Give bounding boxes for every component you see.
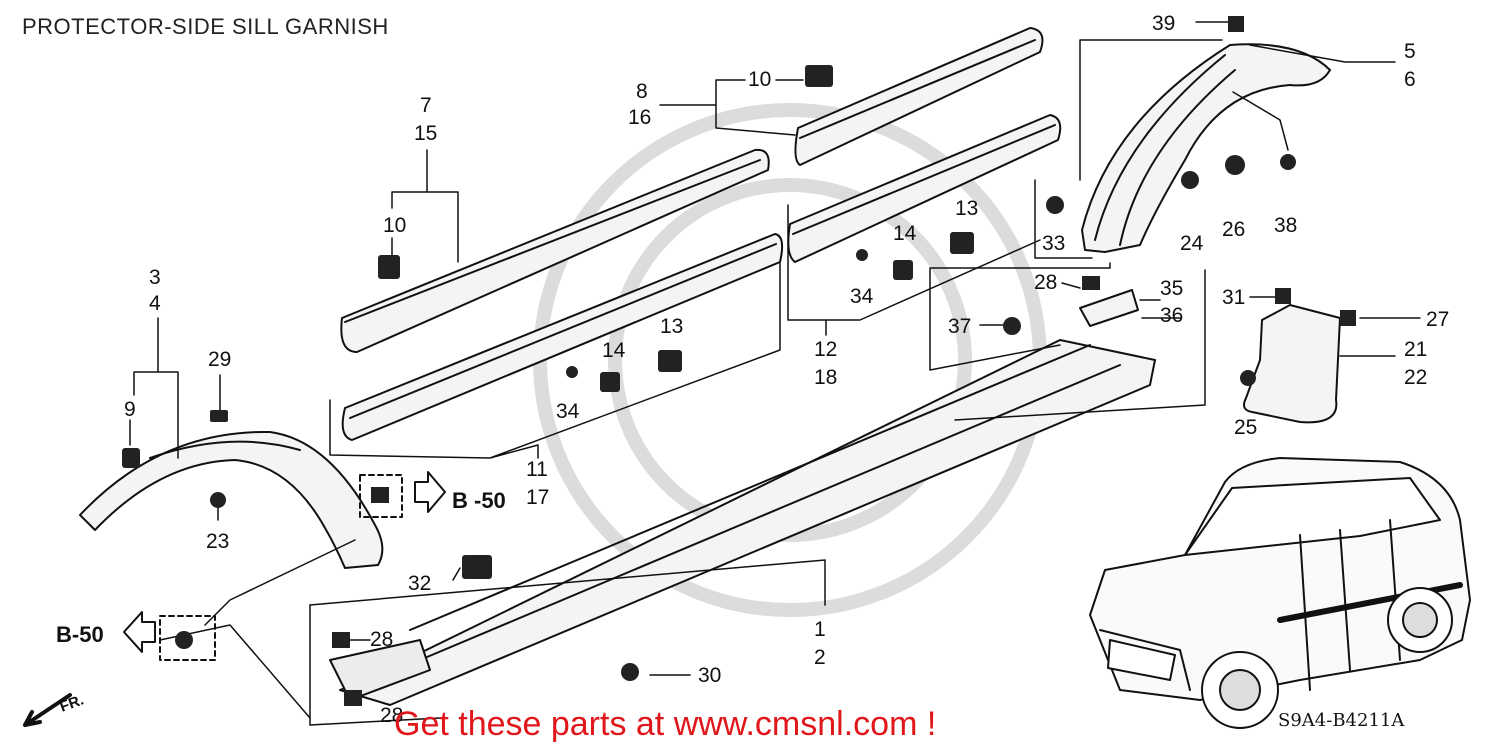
clip-32 (462, 555, 492, 579)
nut-39 (1228, 16, 1244, 32)
callout-17: 17 (526, 486, 549, 509)
ref-arrow-right-icon (414, 471, 446, 513)
screw-25 (1240, 370, 1256, 386)
clip-26 (1225, 155, 1245, 175)
callout-36: 36 (1160, 304, 1183, 327)
clip-29 (210, 410, 228, 422)
screw-23 (210, 492, 226, 508)
clip-14-front (600, 372, 620, 392)
clip-9 (122, 448, 140, 468)
callout-7: 7 (420, 94, 432, 117)
screw-37 (1003, 317, 1021, 335)
door-moulding-rear-upper (794, 27, 1044, 166)
callout-10-rear: 10 (748, 68, 771, 91)
callout-25: 25 (1234, 416, 1257, 439)
callout-11: 11 (526, 458, 548, 481)
clip-13-front (658, 350, 682, 372)
clip-ref-right (371, 487, 389, 503)
ref-box-left (159, 615, 216, 661)
callout-3: 3 (149, 266, 161, 289)
nut-28-lower (344, 690, 362, 706)
vehicle-illustration (1089, 457, 1471, 729)
ref-arrow-left-icon (123, 611, 156, 653)
callout-10-front: 10 (383, 214, 406, 237)
nut-28-upper (1082, 276, 1100, 290)
callout-4: 4 (149, 292, 161, 315)
promo-link[interactable]: Get these parts at www.cmsnl.com ! (394, 705, 937, 743)
callout-13-rear: 13 (955, 197, 978, 220)
clip-24 (1181, 171, 1199, 189)
callout-9: 9 (124, 398, 136, 421)
clip-33 (1046, 196, 1064, 214)
mudguard (1243, 304, 1341, 424)
callout-28-lower: 28 (380, 704, 403, 727)
callout-13-front: 13 (660, 315, 683, 338)
clip-14-rear (893, 260, 913, 280)
nut-28-mid (332, 632, 350, 648)
clip-13-rear (950, 232, 974, 254)
diagram-code: S9A4-B4211A (1278, 710, 1405, 731)
callout-39: 39 (1152, 12, 1175, 35)
callout-24: 24 (1180, 232, 1204, 255)
callout-16: 16 (628, 106, 651, 129)
callout-35: 35 (1160, 277, 1183, 300)
callout-30: 30 (698, 664, 721, 687)
screw-34-front (566, 366, 578, 378)
screw-34-rear (856, 249, 868, 261)
callout-34-rear: 34 (850, 285, 874, 308)
callout-32: 32 (408, 572, 431, 595)
callout-33: 33 (1042, 232, 1065, 255)
callout-1: 1 (814, 618, 826, 641)
fender-protector-rear (1081, 43, 1331, 253)
callout-21: 21 (1404, 338, 1427, 361)
callout-38: 38 (1274, 214, 1297, 237)
clip-27 (1340, 310, 1356, 326)
callout-14-front: 14 (602, 339, 626, 362)
callout-31: 31 (1222, 286, 1245, 309)
side-sill-garnish (329, 339, 1156, 706)
clip-30 (621, 663, 639, 681)
fender-protector-front (79, 430, 384, 569)
callout-12: 12 (814, 338, 837, 361)
ref-b50-right: B -50 (452, 488, 506, 513)
front-direction-label: FR. (58, 692, 87, 716)
callout-6: 6 (1404, 68, 1416, 91)
clip-10-front (378, 255, 400, 279)
screw-38 (1280, 154, 1296, 170)
clip-10-rear (805, 65, 833, 87)
clip-31 (1275, 288, 1291, 304)
callout-8: 8 (636, 80, 648, 103)
callout-23: 23 (206, 530, 229, 553)
door-moulding-front-upper (340, 148, 770, 353)
callout-26: 26 (1222, 218, 1245, 241)
callout-18: 18 (814, 366, 837, 389)
fasteners (122, 16, 1356, 706)
screw-ref-left (175, 631, 193, 649)
callout-15: 15 (414, 122, 437, 145)
callout-22: 22 (1404, 366, 1427, 389)
callout-34-front: 34 (556, 400, 580, 423)
front-direction-arrow-icon (23, 693, 72, 727)
sill-bracket (1079, 289, 1139, 327)
leader-lines (129, 21, 1421, 726)
callout-labels: 1 2 3 4 5 6 7 8 9 10 10 11 12 13 13 14 1… (124, 12, 1449, 727)
callout-28-upper: 28 (1034, 271, 1057, 294)
callout-29: 29 (208, 348, 231, 371)
callout-27: 27 (1426, 308, 1449, 331)
callout-14-rear: 14 (893, 222, 917, 245)
callout-37: 37 (948, 315, 971, 338)
ref-box-right (359, 474, 403, 518)
ref-b50-left: B-50 (56, 622, 104, 647)
callout-28-mid: 28 (370, 628, 393, 651)
diagram-title: PROTECTOR-SIDE SILL GARNISH (22, 14, 389, 39)
callout-2: 2 (814, 646, 826, 669)
callout-5: 5 (1404, 40, 1416, 63)
